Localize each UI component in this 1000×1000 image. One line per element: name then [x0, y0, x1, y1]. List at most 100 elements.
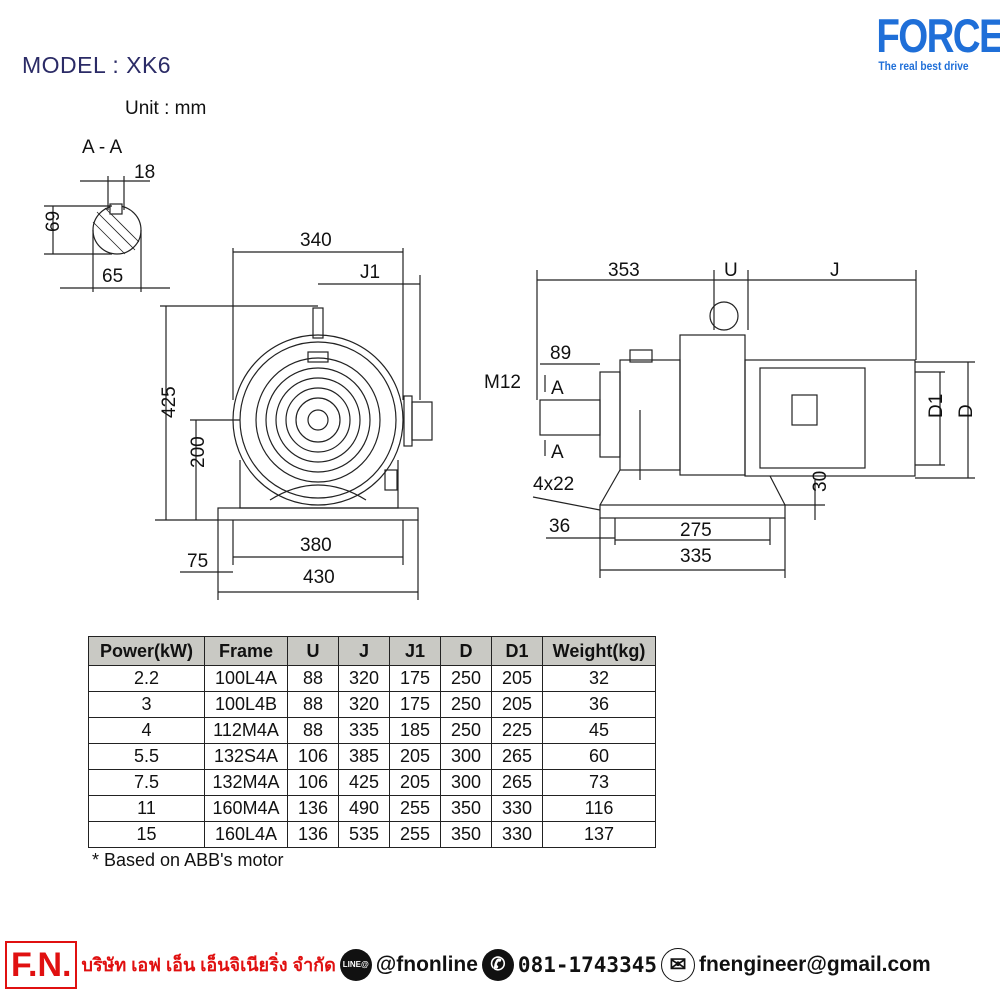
- svg-text:275: 275: [680, 520, 712, 541]
- col-j1: J1: [389, 636, 441, 666]
- phone-number[interactable]: 081-1743345: [517, 952, 657, 977]
- line-id[interactable]: @fnonline: [375, 952, 478, 976]
- table-cell: 320: [338, 691, 390, 718]
- model-title: MODEL : XK6: [22, 52, 172, 78]
- svg-text:A: A: [551, 378, 564, 399]
- col-d: D: [440, 636, 492, 666]
- email-address[interactable]: fnengineer@gmail.com: [699, 952, 931, 976]
- table-cell: 300: [440, 743, 492, 770]
- table-cell: 425: [338, 769, 390, 796]
- table-cell: 100L4A: [204, 665, 288, 692]
- col-u: U: [287, 636, 339, 666]
- col-weight: Weight(kg): [542, 636, 656, 666]
- table-cell: 106: [287, 743, 339, 770]
- table-cell: 88: [287, 665, 339, 692]
- table-cell: 88: [287, 691, 339, 718]
- table-cell: 205: [389, 769, 441, 796]
- svg-text:200: 200: [188, 436, 209, 468]
- col-j: J: [338, 636, 390, 666]
- table-cell: 350: [440, 795, 492, 822]
- table-cell: 490: [338, 795, 390, 822]
- table-cell: 4: [88, 717, 205, 744]
- svg-text:36: 36: [549, 516, 570, 537]
- force-logo: FORCE The real best drive: [866, 12, 1000, 74]
- col-frame: Frame: [204, 636, 288, 666]
- table-cell: 45: [542, 717, 656, 744]
- table-cell: 535: [338, 821, 390, 848]
- table-cell: 205: [491, 665, 543, 692]
- table-cell: 15: [88, 821, 205, 848]
- table-cell: 255: [389, 795, 441, 822]
- svg-text:425: 425: [159, 386, 180, 418]
- table-cell: 300: [440, 769, 492, 796]
- svg-text:89: 89: [550, 343, 571, 364]
- svg-text:335: 335: [680, 546, 712, 567]
- svg-text:65: 65: [102, 266, 123, 287]
- table-cell: 175: [389, 665, 441, 692]
- svg-text:A: A: [551, 442, 564, 463]
- table-cell: 205: [491, 691, 543, 718]
- svg-text:430: 430: [303, 567, 335, 588]
- table-cell: 185: [389, 717, 441, 744]
- svg-text:D1: D1: [926, 394, 947, 418]
- svg-text:75: 75: [187, 551, 208, 572]
- svg-text:D: D: [956, 404, 977, 418]
- svg-text:M12: M12: [484, 372, 521, 393]
- table-cell: 116: [542, 795, 656, 822]
- table-cell: 250: [440, 665, 492, 692]
- table-cell: 250: [440, 717, 492, 744]
- svg-text:4x22: 4x22: [533, 474, 574, 495]
- table-cell: 330: [491, 821, 543, 848]
- svg-text:340: 340: [300, 230, 332, 251]
- fn-logo: F.N.: [5, 940, 78, 989]
- svg-text:69: 69: [43, 211, 64, 232]
- table-cell: 137: [542, 821, 656, 848]
- table-cell: 106: [287, 769, 339, 796]
- company-name: บริษัท เอฟ เอ็น เอ็นจิเนียริ่ง จำกัด: [81, 955, 336, 975]
- table-cell: 36: [542, 691, 656, 718]
- svg-text:J: J: [830, 260, 840, 281]
- svg-text:380: 380: [300, 535, 332, 556]
- email-icon: ✉: [661, 947, 695, 982]
- table-cell: 205: [389, 743, 441, 770]
- table-cell: 350: [440, 821, 492, 848]
- svg-text:30: 30: [810, 471, 831, 492]
- technical-drawing: A - A 18 69 65 340 J1 4: [43, 137, 977, 600]
- table-header-row: Power(kW) Frame U J J1 D D1 Weight(kg): [88, 636, 656, 666]
- footer: F.N. บริษัท เอฟ เอ็น เอ็นจิเนียริ่ง จำกั…: [5, 937, 997, 992]
- front-view: 340 J1 425 200 380 430 75: [155, 230, 433, 600]
- svg-text:U: U: [724, 260, 738, 281]
- table-cell: 132S4A: [204, 743, 288, 770]
- table-cell: 335: [338, 717, 390, 744]
- table-note: * Based on ABB's motor: [92, 850, 284, 870]
- logo-tagline: The real best drive: [878, 59, 969, 73]
- table-cell: 385: [338, 743, 390, 770]
- unit-label: Unit : mm: [125, 98, 207, 119]
- shaft-section: A - A 18 69 65: [43, 137, 170, 292]
- table-cell: 225: [491, 717, 543, 744]
- table-cell: 5.5: [88, 743, 205, 770]
- table-cell: 112M4A: [204, 717, 288, 744]
- spec-table: Power(kW) Frame U J J1 D D1 Weight(kg) 2…: [88, 636, 656, 848]
- table-cell: 73: [542, 769, 656, 796]
- col-d1: D1: [491, 636, 543, 666]
- table-cell: 320: [338, 665, 390, 692]
- table-cell: 175: [389, 691, 441, 718]
- table-cell: 132M4A: [204, 769, 288, 796]
- phone-icon: ✆: [481, 948, 514, 981]
- table-cell: 265: [491, 743, 543, 770]
- table-cell: 3: [88, 691, 205, 718]
- table-cell: 265: [491, 769, 543, 796]
- side-view: 353 U J 89 M12 A A 4x22 36 275 335 30 D1…: [484, 260, 977, 578]
- table-cell: 136: [287, 821, 339, 848]
- table-cell: 88: [287, 717, 339, 744]
- svg-text:18: 18: [134, 162, 155, 183]
- svg-text:J1: J1: [360, 262, 380, 283]
- svg-text:353: 353: [608, 260, 640, 281]
- table-cell: 32: [542, 665, 656, 692]
